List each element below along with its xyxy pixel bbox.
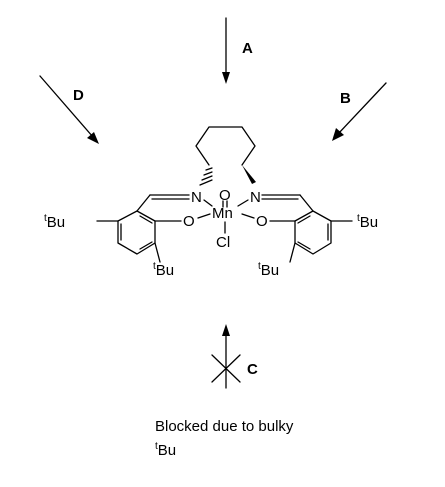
tbu-left: tBu — [44, 213, 65, 231]
right-benzene — [269, 210, 353, 263]
tbu-lower-left: tBu — [153, 261, 174, 279]
cyclohexane-ring — [195, 126, 256, 166]
mn-bonds — [197, 199, 255, 234]
atom-n-right: N — [250, 189, 261, 206]
tbu-lower-right: tBu — [258, 261, 279, 279]
caption-line2: tBu — [155, 441, 176, 459]
tbu-right: tBu — [357, 213, 378, 231]
arrow-b — [332, 82, 387, 141]
arrow-a-label: A — [242, 40, 253, 57]
atom-o-right: O — [256, 213, 268, 230]
wedge-bond — [242, 165, 256, 184]
caption-line1: Blocked due to bulky — [155, 418, 294, 435]
arrow-d — [39, 75, 99, 144]
atom-cl: Cl — [216, 234, 230, 251]
arrow-c-blocked — [211, 324, 241, 389]
right-imine — [261, 194, 314, 212]
atom-mn: Mn — [212, 205, 233, 222]
arrow-c-label: C — [247, 361, 258, 378]
left-imine — [136, 194, 190, 212]
hashed-bond — [199, 167, 213, 186]
atom-n-left: N — [191, 189, 202, 206]
left-benzene — [96, 210, 182, 263]
arrow-d-label: D — [73, 87, 84, 104]
arrow-a — [222, 17, 230, 84]
atom-o-left: O — [183, 213, 195, 230]
arrow-b-label: B — [340, 90, 351, 107]
atom-o-top: O — [219, 187, 231, 204]
